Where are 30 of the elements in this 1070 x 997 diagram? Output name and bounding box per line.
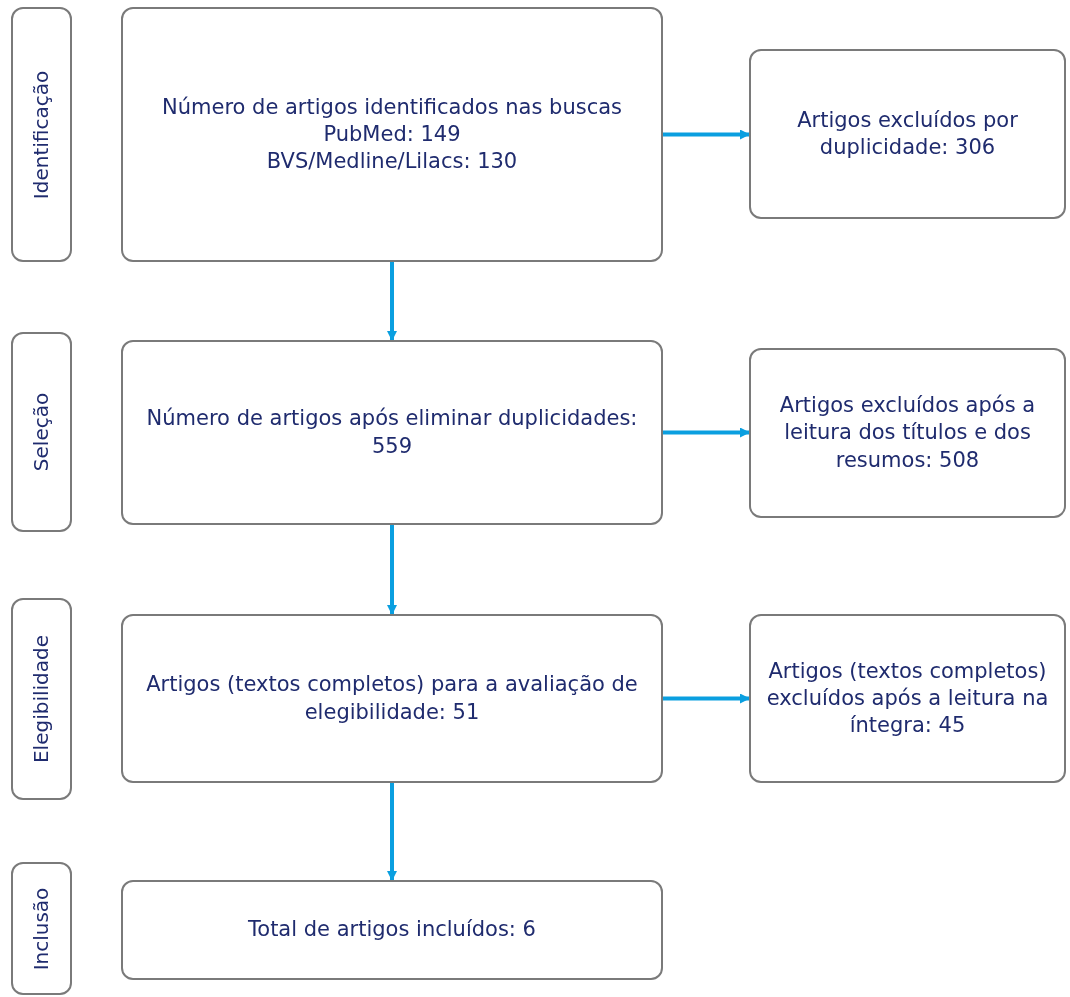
count-line: BVS/Medline/Lilacs: 130 xyxy=(266,148,518,176)
arrow xyxy=(663,693,750,704)
box-text: Número de artigos após eliminar duplicidades: 559 xyxy=(145,405,639,460)
arrow xyxy=(663,129,750,140)
arrow xyxy=(663,427,750,438)
arrow xyxy=(387,525,397,615)
exclusion-box xyxy=(749,49,1066,219)
phase-label: Inclusão xyxy=(28,887,55,970)
phase-label-box xyxy=(11,598,72,800)
box-text: Artigos excluídos após a leitura dos títulos e dos resumos: 508 xyxy=(778,392,1037,474)
count-line: PubMed: 149 xyxy=(323,120,461,148)
box-text: Número de artigos identificados nas buscas xyxy=(162,93,622,121)
process-box xyxy=(121,340,663,525)
arrow xyxy=(387,262,397,341)
exclusion-box xyxy=(749,614,1066,783)
box-text: Artigos excluídos por duplicidade: 306 xyxy=(796,106,1019,161)
phase-label: Seleção xyxy=(28,392,55,472)
exclusion-box xyxy=(749,348,1066,518)
box-text: Total de artigos incluídos: 6 xyxy=(248,916,536,944)
process-box xyxy=(121,614,663,783)
phase-label: Elegibilidade xyxy=(28,634,55,764)
phase-label-box xyxy=(11,332,72,532)
arrow xyxy=(387,783,397,881)
box-text: Artigos (textos completos) para a avaliação de elegibilidade: 51 xyxy=(145,671,639,726)
phase-label: Identificação xyxy=(28,70,55,199)
process-box xyxy=(121,7,663,262)
phase-label-box xyxy=(11,7,72,262)
box-text: Artigos (textos completos) excluídos após a leitura na íntegra: 45 xyxy=(765,657,1050,740)
phase-label-box xyxy=(11,862,72,995)
process-box xyxy=(121,880,663,980)
